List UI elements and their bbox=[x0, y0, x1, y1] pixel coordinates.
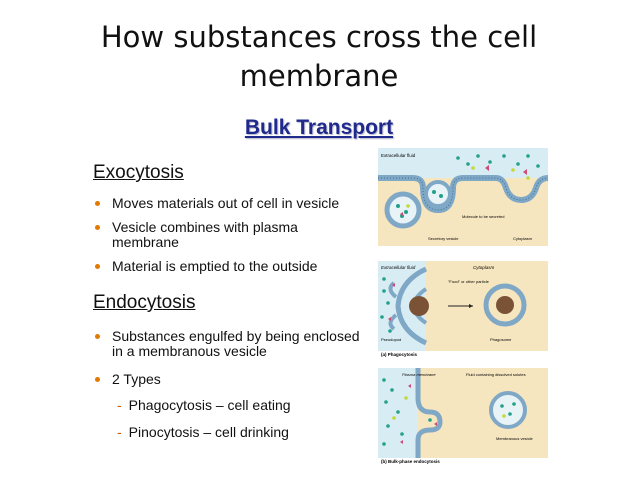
bullet-text: 2 Types bbox=[112, 371, 161, 387]
fluid-label: Fluid containing dissolved solutes bbox=[466, 372, 526, 377]
membranous-vesicle-label: Membranous vesicle bbox=[496, 436, 533, 441]
endocytosis-type-1: -Phagocytosis – cell eating bbox=[117, 397, 291, 413]
bullet-dot-icon bbox=[95, 264, 100, 269]
bullet-dot-icon bbox=[95, 201, 100, 206]
extracellular-label: Extracellular fluid bbox=[381, 265, 416, 270]
extracellular-label: Extracellular fluid bbox=[381, 153, 416, 158]
cytoplasm-label: Cytoplasm bbox=[473, 265, 495, 270]
pinocytosis-caption: (b) Bulk-phase endocytosis bbox=[381, 459, 440, 464]
pinocytosis-figure: Plasma membrane Fluid containing dissolv… bbox=[378, 368, 548, 466]
secretory-vesicle-label: Secretory vesicle bbox=[428, 236, 459, 241]
pseudopod-label: Pseudopod bbox=[381, 337, 401, 342]
plasma-membrane-label: Plasma membrane bbox=[402, 372, 436, 377]
exocytosis-heading: Exocytosis bbox=[93, 162, 184, 183]
bullet-dot-icon bbox=[95, 377, 100, 382]
cytoplasm-label: Cytoplasm bbox=[513, 236, 533, 241]
food-particle-label: "Food" or other particle bbox=[448, 279, 490, 284]
exocytosis-bullet-1: Moves materials out of cell in vesicle bbox=[95, 196, 375, 211]
bulk-transport-heading: Bulk Transport bbox=[244, 116, 394, 139]
slide-title: How substances cross the cell membrane bbox=[100, 20, 538, 93]
dash-icon: - bbox=[117, 397, 122, 413]
phagocytosis-caption: (a) Phagocytosis bbox=[381, 352, 418, 357]
bullet-dot-icon bbox=[95, 334, 100, 339]
pinocytosis-diagram: Plasma membrane Fluid containing dissolv… bbox=[378, 368, 548, 466]
endocytosis-type-2: -Pinocytosis – cell drinking bbox=[117, 424, 289, 440]
type-text: Phagocytosis – cell eating bbox=[128, 397, 291, 413]
bullet-text: Moves materials out of cell in vesicle bbox=[112, 195, 340, 211]
bullet-text: Material is emptied to the outside bbox=[112, 258, 318, 274]
bullet-text: Substances engulfed by being enclosed in… bbox=[112, 328, 360, 359]
endocytosis-heading: Endocytosis bbox=[93, 292, 196, 313]
exocytosis-figure: Extracellular fluid Molecule to be secre… bbox=[378, 148, 549, 246]
endocytosis-bullet-1: Substances engulfed by being enclosed in… bbox=[95, 329, 375, 359]
exocytosis-diagram: Extracellular fluid Molecule to be secre… bbox=[378, 148, 549, 246]
exocytosis-bullet-3: Material is emptied to the outside bbox=[95, 259, 375, 274]
endocytosis-bullet-2: 2 Types bbox=[95, 372, 375, 387]
phagocytosis-diagram: Extracellular fluid Cytoplasm "Food" or … bbox=[378, 261, 548, 359]
exocytosis-bullet-2: Vesicle combines with plasma membrane bbox=[95, 220, 375, 250]
bullet-text: Vesicle combines with plasma membrane bbox=[112, 219, 298, 250]
phagosome-label: Phagosome bbox=[490, 337, 512, 342]
bullet-dot-icon bbox=[95, 225, 100, 230]
phagocytosis-figure: Extracellular fluid Cytoplasm "Food" or … bbox=[378, 261, 548, 359]
dash-icon: - bbox=[117, 424, 122, 440]
type-text: Pinocytosis – cell drinking bbox=[128, 424, 289, 440]
molecule-label: Molecule to be secreted bbox=[462, 214, 504, 219]
